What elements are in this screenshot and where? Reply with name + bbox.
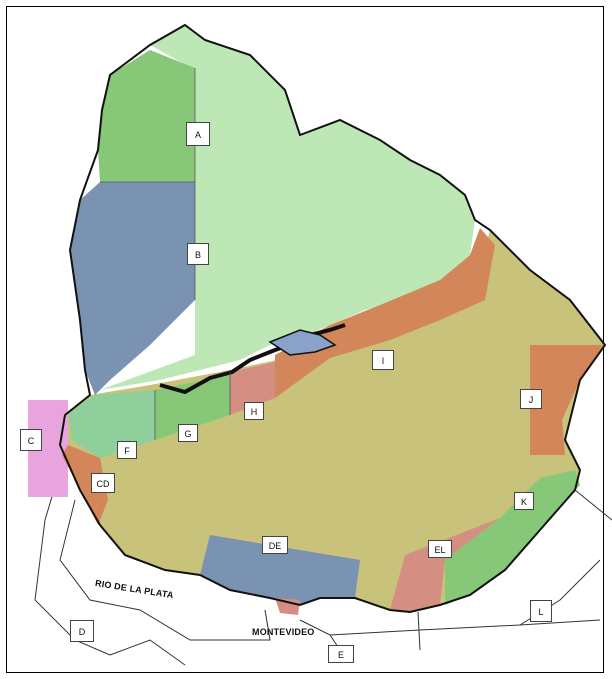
country-coastline xyxy=(58,23,607,614)
river-boundary-west xyxy=(34,469,111,656)
river-boundary-e xyxy=(299,619,601,636)
zone-label-EL: EL xyxy=(428,540,452,558)
zone-B-area xyxy=(70,182,195,395)
zone-label-G: G xyxy=(178,424,198,442)
rio-negro-river xyxy=(159,323,346,395)
ocean-boundary-l xyxy=(574,489,612,521)
boundary-l-link xyxy=(417,611,421,651)
river-boundary-d xyxy=(59,499,271,641)
river-boundary-lower xyxy=(109,639,186,666)
zone-DE-area xyxy=(200,535,360,605)
zone-label-C: C xyxy=(20,429,42,451)
montevideo-area xyxy=(275,598,300,615)
zone-H-area xyxy=(230,362,275,415)
zone-label-I: I xyxy=(372,350,394,370)
zone-label-K: K xyxy=(514,492,534,510)
zone-CD-area xyxy=(62,445,108,525)
zone-label-D: D xyxy=(70,620,94,642)
zone-label-J: J xyxy=(520,389,542,409)
rio-negro-lake xyxy=(268,329,337,356)
zone-label-DE: DE xyxy=(262,536,288,554)
zone-EL-area xyxy=(390,518,500,612)
zone-label-CD: CD xyxy=(91,473,115,493)
zone-label-B: B xyxy=(187,243,209,265)
zone-north-land xyxy=(100,25,475,390)
zone-G-area xyxy=(155,375,230,440)
zone-A-area xyxy=(98,50,195,182)
zone-label-A: A xyxy=(186,122,210,146)
zone-label-L: L xyxy=(530,600,552,622)
zone-K-area xyxy=(445,470,580,605)
zone-label-H: H xyxy=(244,402,264,420)
city-name-label: MONTEVIDEO xyxy=(252,627,315,637)
zone-I-area xyxy=(275,228,495,398)
zone-label-E: E xyxy=(328,645,354,663)
zone-south-land xyxy=(60,230,605,612)
zone-label-F: F xyxy=(117,441,137,459)
